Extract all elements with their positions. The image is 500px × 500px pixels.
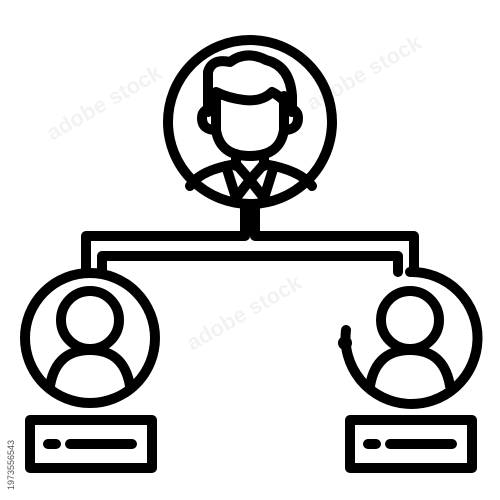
manager-left-ear	[197, 103, 221, 135]
employee-right-head	[376, 286, 444, 354]
employee-left-circle	[20, 268, 160, 408]
employee-left-head	[56, 286, 124, 354]
employee-right-body	[365, 345, 455, 391]
employee-right-circle	[340, 266, 483, 409]
employee-right-nameplate	[345, 415, 477, 473]
hierarchy-connector	[81, 199, 250, 277]
stock-id-label: 1973556543	[6, 439, 16, 490]
manager-collar	[221, 161, 279, 203]
manager-right-ear	[279, 103, 303, 135]
employee-left-nameplate	[25, 415, 157, 473]
manager-face-icon	[211, 91, 289, 161]
hierarchy-connector	[97, 251, 403, 277]
hierarchy-connector	[250, 199, 419, 277]
employee-left-body	[45, 345, 135, 391]
employee-right-circle-dot	[338, 336, 352, 350]
